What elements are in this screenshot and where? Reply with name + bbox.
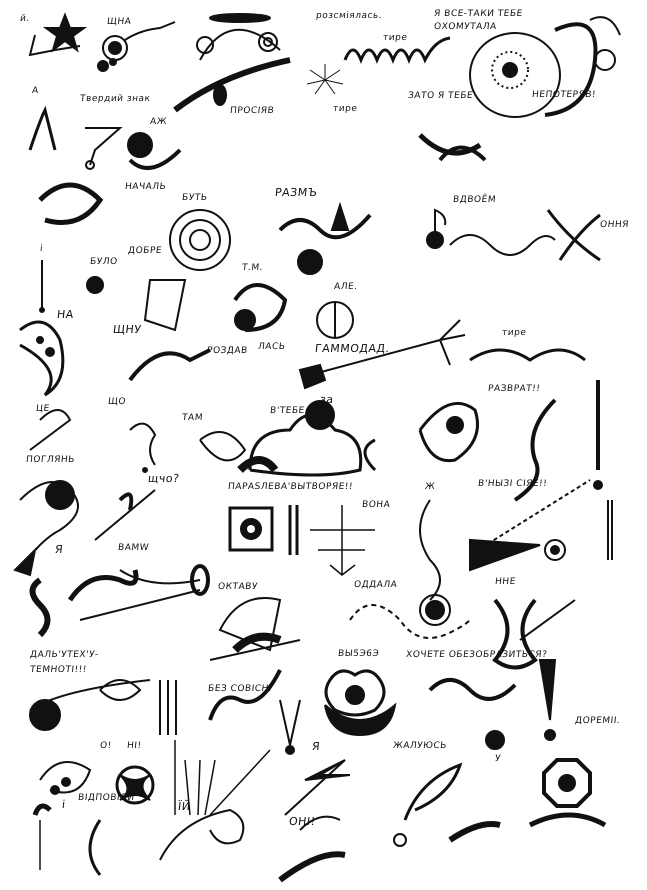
star-icon xyxy=(42,12,88,53)
word: В'ТЕБЕ xyxy=(269,406,306,416)
ornament-tile xyxy=(228,506,274,552)
word: за xyxy=(319,393,335,406)
word: А xyxy=(31,86,40,96)
word: Ж xyxy=(424,482,436,492)
triangle-mark xyxy=(469,538,541,572)
word: ОНІ! xyxy=(288,815,317,828)
word: ХОЧЕТЕ ОБЕЗОБРАЗИТЬСЯ? xyxy=(405,650,548,660)
word: ДОБРЕ xyxy=(127,246,163,256)
word: ДОРЕМІІ. xyxy=(574,716,621,726)
word: У xyxy=(494,754,502,764)
word: ВДВОЁМ xyxy=(452,195,497,205)
word: НІ! xyxy=(126,741,143,751)
word: й. xyxy=(19,14,31,24)
word: ЩНА xyxy=(106,17,132,27)
face-doodle xyxy=(19,320,65,397)
word: ЗАТО Я ТЕБЕ xyxy=(407,91,474,101)
word: Я xyxy=(311,740,321,753)
word: ЖАЛУЮСЬ xyxy=(392,741,448,751)
word: ВЫ5Э6Э xyxy=(337,649,380,659)
flower-blob xyxy=(469,32,561,118)
word: ЩО xyxy=(107,397,127,407)
word: BAMW xyxy=(117,543,150,553)
word: НАЧАЛЬ xyxy=(124,182,167,192)
word: ДАЛЬ'УТЕХ'У- xyxy=(29,650,100,660)
word: НА xyxy=(56,308,75,321)
word: ЛАСЬ xyxy=(257,342,286,352)
word: РОЗДАВ xyxy=(206,346,249,356)
word: ПАРАЅЛЕВА'ВЫТВОРЯЕ!! xyxy=(227,482,354,492)
arch-doodle xyxy=(199,28,281,61)
word: ОХОМУТАЛА xyxy=(433,22,498,32)
word: ЩНУ xyxy=(112,323,143,336)
word: ННЕ xyxy=(494,577,517,587)
word: тире xyxy=(332,104,358,114)
word: розсміялась. xyxy=(315,11,383,21)
word: тире xyxy=(501,328,527,338)
word: ПОГЛЯНЬ xyxy=(25,455,76,465)
word: ВІДПОВІЛИ xyxy=(77,793,136,803)
flower-blob-lower xyxy=(324,669,386,717)
word: ПРОСІЯВ xyxy=(229,106,275,116)
word: щчо? xyxy=(147,472,181,485)
octagon-ornament xyxy=(542,758,592,808)
sunburst-icon xyxy=(306,64,344,95)
word: ГАММОДАД. xyxy=(314,342,391,355)
wave-line xyxy=(343,36,451,65)
word: БЕЗ СОВІСНІ xyxy=(207,684,273,694)
word: ОДДАЛА xyxy=(353,580,398,590)
swirl-icon xyxy=(169,209,231,271)
word: ТАМ xyxy=(181,413,204,423)
word: РАЗМЪ xyxy=(274,186,319,199)
word: АЖ xyxy=(149,117,168,127)
word: ТЕМНОТІ!!! xyxy=(29,665,88,675)
word: ОННЯ xyxy=(599,220,630,230)
word: АЛЕ. xyxy=(333,282,359,292)
word: О! xyxy=(99,741,113,751)
word: Твердий знак xyxy=(79,94,151,104)
word: БУЛО xyxy=(89,257,119,267)
word: Я ВСЕ-ТАКИ ТЕБЕ xyxy=(433,9,524,19)
word: Т.М. xyxy=(241,263,264,273)
word: ОКТАВУ xyxy=(217,582,259,592)
word: ЦЕ xyxy=(35,404,51,414)
word: РАЗВРАТ!! xyxy=(487,384,541,394)
word: Я xyxy=(54,543,64,556)
cloud-blob xyxy=(248,413,363,477)
word: ЇЙ xyxy=(177,800,192,813)
word: тире xyxy=(382,33,408,43)
dashed-wave xyxy=(349,604,471,639)
word: ВОНА xyxy=(361,500,391,510)
word: БУТЬ xyxy=(181,193,208,203)
word: В'НЫЗІ СІЯЕ!! xyxy=(477,479,548,489)
bracket-doodle xyxy=(28,34,81,57)
word: НЕПОТЕРЯВ! xyxy=(531,90,597,100)
